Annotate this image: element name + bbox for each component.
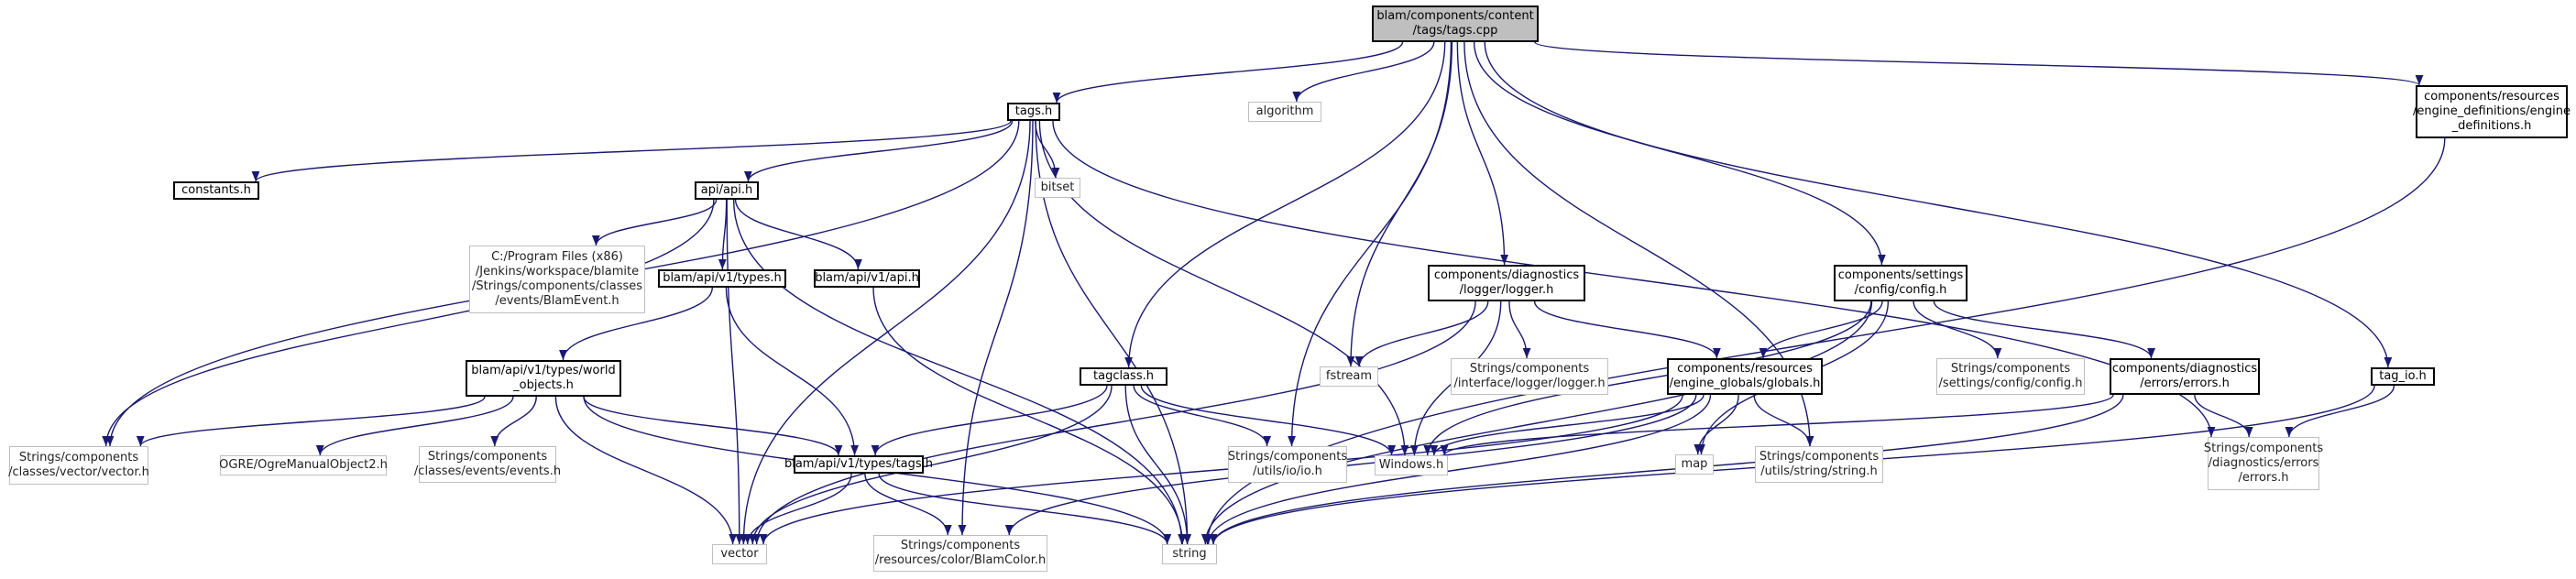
node-config-h[interactable]: components/settings /config/config.h xyxy=(1834,265,1968,301)
node-types-tags-h[interactable]: blam/api/v1/types/tags.h xyxy=(784,455,933,474)
node-ogre-manual-object-h: OGRE/OgreManualObject2.h xyxy=(219,455,388,475)
node-blamevent-h: C:/Program Files (x86) /Jenkins/workspac… xyxy=(469,246,645,313)
edge-api_api_h-to-blamevent xyxy=(591,199,718,246)
edge-globals_h-to-vector xyxy=(759,394,1683,545)
edge-tags_h-to-blamcolor xyxy=(958,120,1034,536)
edge-tags_h-to-constants_h xyxy=(251,120,1012,182)
node-map: map xyxy=(1675,454,1714,475)
edge-tags_h-to-string xyxy=(1035,120,1192,545)
edge-config_h-to-windows_h xyxy=(1423,300,1872,456)
node-bitset: bitset xyxy=(1035,178,1080,198)
edge-types_tags_h-to-string xyxy=(878,473,1172,545)
node-types-h[interactable]: blam/api/v1/types.h xyxy=(658,269,786,288)
node-strings-errors-h: Strings/components /diagnostics/errors /… xyxy=(2204,437,2323,490)
edge-tagclass_h-to-windows_h xyxy=(1140,385,1397,456)
edge-globals_h-to-map xyxy=(1694,394,1739,455)
node-fstream: fstream xyxy=(1320,366,1378,387)
node-strings-string-h: Strings/components /utils/string/string.… xyxy=(1755,446,1883,483)
edge-root-to-str_iolio xyxy=(1288,41,1452,447)
edge-globals_h-to-blamcolor xyxy=(1004,394,1697,536)
edge-root-to-tagclass_h xyxy=(1124,41,1446,368)
node-string: string xyxy=(1162,544,1217,564)
edge-types_tags_h-to-blamcolor xyxy=(864,473,952,536)
edge-globals_h-to-str_string xyxy=(1753,394,1814,447)
node-blamcolor-h: Strings/components /resources/color/Blam… xyxy=(873,535,1047,572)
edge-tagclass_h-to-str_iolio xyxy=(1133,385,1272,447)
edge-tags_h-to-vector xyxy=(739,120,1031,545)
edge-config_h-to-errors_h xyxy=(1933,300,2155,359)
node-strings-io-h: Strings/components /utils/io/io.h xyxy=(1228,446,1347,483)
edge-root-to-tags_h xyxy=(1052,41,1404,104)
edge-tags_h-to-api_api_h xyxy=(743,120,1014,182)
edge-errors_h-to-string xyxy=(1209,394,2124,545)
node-strings-logger-h: Strings/components /interface/logger/log… xyxy=(1451,358,1608,395)
edge-api_api_h-to-types_h xyxy=(718,199,728,270)
edge-logger_h-to-fstream xyxy=(1354,300,1489,367)
node-strings-config-h: Strings/components /settings/config/conf… xyxy=(1936,358,2085,395)
node-errors-h[interactable]: components/diagnostics /errors/errors.h xyxy=(2110,358,2260,395)
node-tagclass-h[interactable]: tagclass.h xyxy=(1080,367,1167,386)
edge-world_objects-to-str_events xyxy=(490,396,537,447)
edge-types_tags_h-to-vector xyxy=(743,473,852,545)
edge-logger_h-to-str_logger xyxy=(1508,300,1531,359)
node-logger-h[interactable]: components/diagnostics /logger/logger.h xyxy=(1428,265,1585,301)
edge-logger_h-to-vector xyxy=(752,300,1476,545)
node-vector: vector xyxy=(712,544,767,564)
edge-root-to-logger_h xyxy=(1456,41,1509,266)
edge-root-to-algorithm xyxy=(1292,41,1435,103)
node-windows-h: Windows.h xyxy=(1375,455,1448,475)
node-globals-h[interactable]: components/resources /engine_globals/glo… xyxy=(1667,358,1823,395)
node-api-api-h[interactable]: api/api.h xyxy=(695,181,759,200)
node-v1-api-h[interactable]: blam/api/v1/api.h xyxy=(814,269,920,288)
node-strings-events-h: Strings/components /classes/events/event… xyxy=(414,446,561,483)
node-tags-cpp: blam/components/content /tags/tags.cpp xyxy=(1372,5,1539,42)
edge-v1_api_h-to-string xyxy=(872,287,1187,545)
edge-root-to-engine_defs xyxy=(1534,41,2424,86)
node-algorithm: algorithm xyxy=(1248,102,1321,122)
node-tags-h[interactable]: tags.h xyxy=(1007,103,1060,121)
node-engine-definitions-h[interactable]: components/resources /engine_definitions… xyxy=(2413,85,2571,138)
edge-world_objects-to-types_tags_h xyxy=(583,396,843,456)
node-constants-h[interactable]: constants.h xyxy=(173,181,259,200)
edge-logger_h-to-globals_h xyxy=(1533,300,1721,359)
edge-globals_h-to-windows_h xyxy=(1430,394,1705,456)
edge-world_objects-to-ogre xyxy=(315,396,514,456)
node-world-objects-h[interactable]: blam/api/v1/types/world _objects.h xyxy=(466,360,621,397)
edge-world_objects-to-str_vector xyxy=(136,396,486,447)
edge-config_h-to-globals_h xyxy=(1759,300,1883,359)
edge-root-to-tag_io_h xyxy=(1484,41,2393,368)
edge-tagclass_h-to-types_tags_h xyxy=(871,385,1108,456)
edge-api_api_h-to-str_vector xyxy=(102,199,715,447)
edge-errors_h-to-str_errors xyxy=(2194,394,2253,438)
edge-tag_io_h-to-str_errors xyxy=(2285,385,2395,438)
edge-api_api_h-to-v1_api_h xyxy=(734,199,862,270)
edge-config_h-to-string xyxy=(1200,300,1873,545)
edge-tagclass_h-to-string xyxy=(1124,385,1192,545)
node-tag-io-h[interactable]: tag_io.h xyxy=(2371,367,2435,386)
edge-config_h-to-str_config xyxy=(1913,300,2002,359)
edge-globals_h-to-string xyxy=(1204,394,1712,545)
edge-api_api_h-to-vector xyxy=(726,199,744,545)
edge-types_h-to-types_tags_h xyxy=(725,287,860,456)
edge-types_h-to-world_objects xyxy=(559,287,713,361)
node-strings-vector-h: Strings/components /classes/vector/vecto… xyxy=(8,446,149,485)
edge-errors_h-to-windows_h xyxy=(1440,394,2114,456)
edge-world_objects-to-vector xyxy=(554,396,738,545)
edge-api_api_h-to-string xyxy=(732,199,1187,545)
